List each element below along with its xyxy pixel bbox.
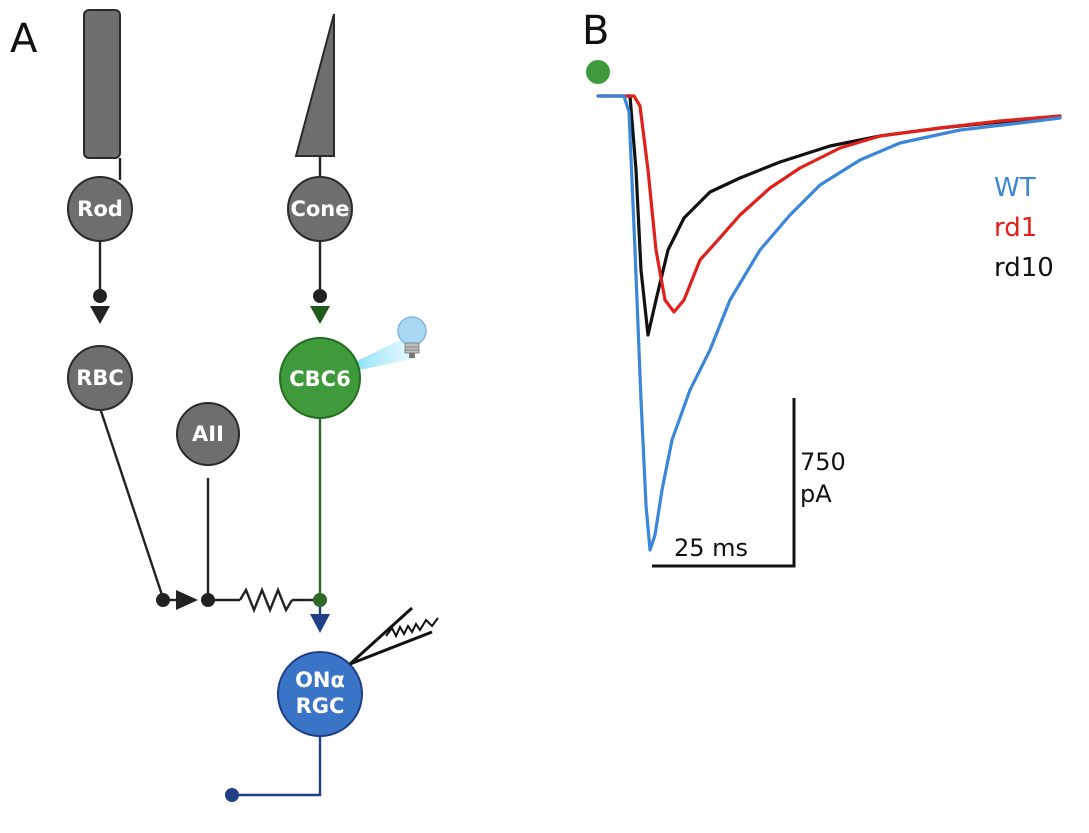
rod-cell: Rod	[67, 176, 133, 242]
legend-rd1: rd1	[994, 213, 1037, 243]
cbc6-cell: CBC6	[279, 337, 361, 419]
aii-label: AII	[192, 422, 224, 446]
trace-wt	[596, 94, 1062, 552]
scale-amplitude-unit: pA	[800, 480, 832, 508]
panel-label-a: A	[10, 16, 38, 62]
cbc6-label: CBC6	[289, 367, 350, 391]
light-bulb-icon	[397, 316, 427, 358]
light-stimulus-marker	[586, 60, 610, 84]
cone-label: Cone	[290, 197, 349, 221]
panel-label-b: B	[582, 8, 609, 54]
cone-outer-segment	[294, 13, 335, 157]
scale-time: 25 ms	[674, 534, 748, 562]
aii-cell: AII	[176, 402, 240, 466]
rod-outer-segment	[83, 9, 121, 159]
scale-bar: 750 pA 25 ms	[652, 398, 846, 568]
rod-label: Rod	[77, 197, 123, 221]
rbc-label: RBC	[76, 366, 124, 390]
legend-wt: WT	[994, 173, 1036, 203]
synapses	[90, 289, 330, 802]
cone-cell: Cone	[287, 176, 353, 242]
on-alpha-rgc-cell: ONα RGC	[277, 651, 363, 737]
rgc-label-line1: ONα	[295, 668, 345, 692]
rbc-cell: RBC	[67, 345, 133, 411]
recording-electrode-icon	[348, 606, 439, 666]
rgc-label-line2: RGC	[296, 694, 345, 718]
current-traces	[596, 94, 1062, 552]
trace-rd10	[596, 94, 1062, 337]
trace-rd1	[596, 94, 1062, 314]
scale-amplitude-value: 750	[800, 448, 846, 476]
legend-rd10: rd10	[994, 253, 1054, 283]
